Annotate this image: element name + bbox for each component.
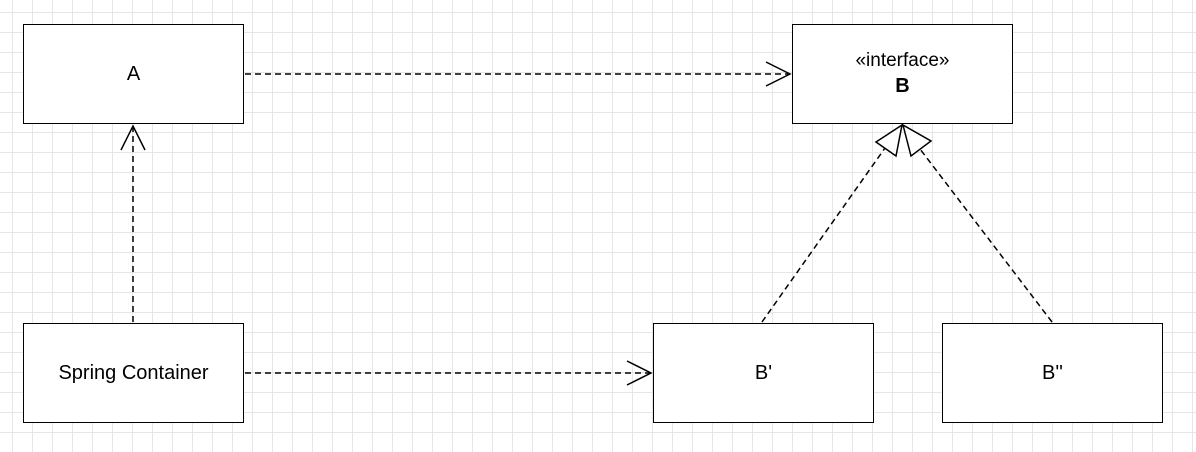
spring-container-box[interactable]: Spring Container xyxy=(23,323,244,423)
class-b-prime-box[interactable]: B' xyxy=(653,323,874,423)
class-b-double-prime-label: B'' xyxy=(1042,361,1063,384)
interface-b-name: B xyxy=(895,75,910,97)
interface-stereotype: «interface» xyxy=(855,50,950,71)
edge-b-double-prime-to-b[interactable] xyxy=(901,123,1053,323)
class-a-label: A xyxy=(126,62,141,85)
interface-b-box[interactable]: «interface» B xyxy=(792,24,1013,124)
hollow-triangle-arrowhead-icon xyxy=(901,123,933,158)
open-arrowhead-icon xyxy=(120,124,146,151)
open-arrowhead-icon xyxy=(626,360,653,386)
class-b-double-prime-box[interactable]: B'' xyxy=(942,323,1163,423)
class-b-prime-label: B' xyxy=(754,361,773,384)
edge-container-to-b-prime[interactable] xyxy=(245,360,653,386)
hollow-triangle-arrowhead-icon xyxy=(874,123,904,158)
edge-a-to-b[interactable] xyxy=(245,61,792,87)
edge-container-to-a[interactable] xyxy=(120,124,146,322)
spring-container-label: Spring Container xyxy=(58,361,209,384)
edge-b-prime-to-b[interactable] xyxy=(761,123,904,323)
class-a-box[interactable]: A xyxy=(23,24,244,124)
open-arrowhead-icon xyxy=(765,61,792,87)
